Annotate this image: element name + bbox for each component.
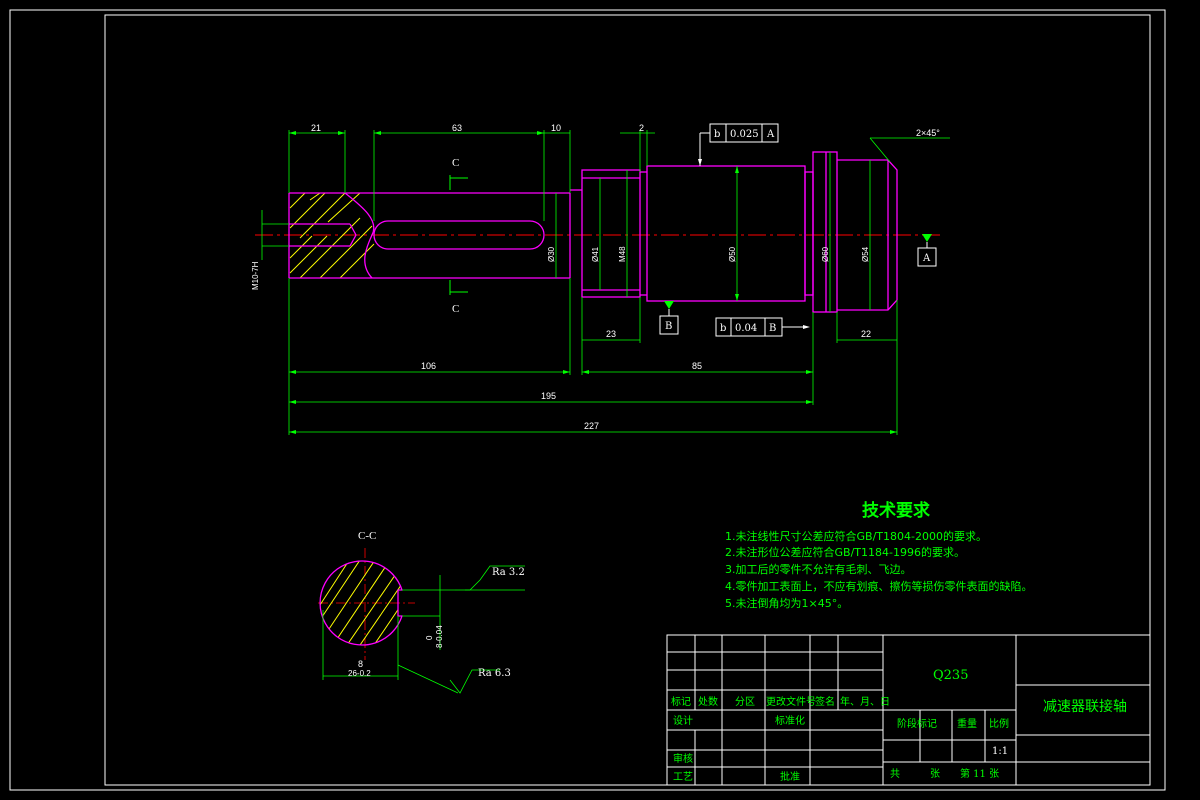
note-5: 5.未注倒角均为1×45°。 bbox=[725, 596, 848, 610]
inner-frame bbox=[104, 14, 1151, 786]
dim-23: 23 bbox=[606, 329, 616, 339]
note-3: 3.加工后的零件不允许有毛刺、飞边。 bbox=[725, 562, 912, 576]
tb-h-zone: 分区 bbox=[735, 696, 755, 708]
tol-bottom-datum: B bbox=[769, 323, 776, 334]
hatch-left-end bbox=[289, 192, 375, 279]
note-2: 2.未注形位公差应符合GB/T1184-1996的要求。 bbox=[725, 545, 965, 559]
tb-h-sign: 签名 bbox=[815, 695, 835, 708]
tb-stage-mark: 阶段标记 bbox=[897, 717, 937, 730]
tb-h-date: 年、月、日 bbox=[840, 695, 890, 708]
section-mark-c-bottom: C bbox=[452, 303, 459, 315]
key-width-tol: 26-0.2 bbox=[348, 669, 371, 678]
tb-h-change: 更改文件号 bbox=[766, 695, 816, 708]
dim-dia50: Ø50 bbox=[728, 246, 737, 262]
ra-3-2: Ra 3.2 bbox=[492, 567, 525, 578]
dim-22: 22 bbox=[861, 329, 871, 339]
tb-scale: 1:1 bbox=[992, 746, 1008, 757]
shaft-main-view: C C 21 63 10 2 23 22 106 85 195 227 2×45… bbox=[251, 123, 950, 435]
key-width: 8 bbox=[358, 659, 363, 669]
tb-h-count: 处数 bbox=[698, 695, 718, 708]
dim-195: 195 bbox=[541, 391, 556, 401]
tb-h-mark: 标记 bbox=[671, 696, 691, 708]
arrow-heads bbox=[289, 131, 897, 434]
section-title: C-C bbox=[358, 530, 376, 542]
datum-b: B bbox=[659, 301, 679, 335]
dim-21: 21 bbox=[311, 123, 321, 133]
technical-notes: 技术要求 1.未注线性尺寸公差应符合GB/T1804-2000的要求。 2.未注… bbox=[725, 500, 1033, 610]
svg-text:A: A bbox=[922, 253, 931, 264]
tb-total: 共 bbox=[890, 768, 900, 780]
tb-sheet-no: 第 11 张 bbox=[960, 767, 999, 780]
dim-dia41: Ø41 bbox=[591, 246, 600, 262]
key-depth: 0 bbox=[425, 635, 434, 640]
tb-design: 设计 bbox=[673, 714, 693, 727]
tol-bottom-val: 0.04 bbox=[735, 323, 757, 334]
dimension-lines bbox=[261, 130, 950, 435]
dim-227: 227 bbox=[584, 421, 599, 431]
ra-6-3: Ra 6.3 bbox=[478, 668, 511, 679]
dim-10: 10 bbox=[551, 123, 561, 133]
dim-dia54: Ø54 bbox=[861, 246, 870, 262]
notes-title: 技术要求 bbox=[862, 500, 930, 521]
dim-dia60: Ø60 bbox=[821, 246, 830, 262]
tb-scale-label: 比例 bbox=[989, 717, 1009, 730]
svg-text:B: B bbox=[665, 321, 672, 332]
tb-weight: 重量 bbox=[957, 717, 977, 730]
tb-material: Q235 bbox=[933, 668, 968, 683]
dim-m48: M48 bbox=[618, 246, 627, 262]
tol-top-sym: b bbox=[714, 129, 720, 140]
tb-standardize: 标准化 bbox=[775, 714, 805, 727]
tb-review: 审核 bbox=[673, 752, 693, 765]
tol-top-datum: A bbox=[766, 129, 775, 140]
dim-106: 106 bbox=[421, 361, 436, 371]
tb-approve: 批准 bbox=[780, 770, 800, 783]
title-block bbox=[666, 634, 1151, 786]
tb-part-name: 减速器联接轴 bbox=[1043, 698, 1127, 715]
tolerance-frame-top: b 0.025 A bbox=[698, 123, 779, 166]
section-mark-c-top: C bbox=[452, 157, 459, 169]
dim-dia30: Ø30 bbox=[547, 246, 556, 262]
shaft-outline bbox=[288, 151, 898, 313]
dim-chamfer: 2×45° bbox=[916, 128, 940, 138]
tolerance-frame-bottom: b 0.04 B bbox=[715, 317, 810, 337]
dim-2: 2 bbox=[639, 123, 644, 133]
dim-85: 85 bbox=[692, 361, 702, 371]
dim-63: 63 bbox=[452, 123, 462, 133]
section-cc-view: C-C Ra 3.2 Ra 6.3 bbox=[318, 530, 525, 694]
datum-a: A bbox=[917, 234, 937, 267]
section-markers bbox=[449, 175, 468, 295]
tol-bottom-sym: b bbox=[720, 323, 726, 334]
key-depth-tol: 8-0.04 bbox=[435, 625, 444, 648]
tb-sheet-unit: 张 bbox=[930, 768, 940, 780]
note-1: 1.未注线性尺寸公差应符合GB/T1804-2000的要求。 bbox=[725, 529, 987, 543]
dim-thread: M10-7H bbox=[251, 261, 260, 290]
tol-top-val: 0.025 bbox=[730, 129, 759, 140]
tb-process: 工艺 bbox=[673, 771, 693, 783]
note-4: 4.零件加工表面上，不应有划痕、擦伤等损伤零件表面的缺陷。 bbox=[725, 579, 1033, 593]
outer-frame bbox=[9, 9, 1166, 791]
